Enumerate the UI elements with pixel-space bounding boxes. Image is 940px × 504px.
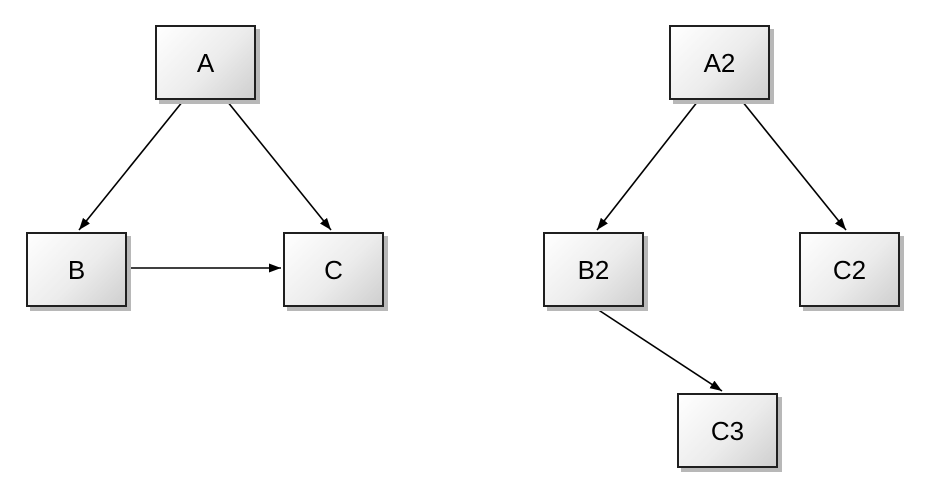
edge-A2-C2 <box>741 100 847 231</box>
node-A: A <box>155 25 256 100</box>
node-label-C: C <box>324 254 343 285</box>
node-A2: A2 <box>669 25 770 100</box>
edge-A-C <box>226 100 332 231</box>
node-C: C <box>283 232 384 307</box>
node-label-B2: B2 <box>577 254 610 285</box>
node-label-C2: C2 <box>832 254 867 285</box>
edge-B2-C3 <box>593 306 723 392</box>
node-C3: C3 <box>677 393 778 468</box>
node-B2: B2 <box>543 232 644 307</box>
edges-group <box>78 100 847 392</box>
node-label-B: B <box>67 254 86 285</box>
node-label-A2: A2 <box>703 47 736 78</box>
edge-A2-B2 <box>596 100 699 231</box>
node-label-C3: C3 <box>710 415 745 446</box>
edge-A-B <box>78 100 184 231</box>
node-B: B <box>26 232 127 307</box>
node-C2: C2 <box>799 232 900 307</box>
node-label-A: A <box>196 47 215 78</box>
